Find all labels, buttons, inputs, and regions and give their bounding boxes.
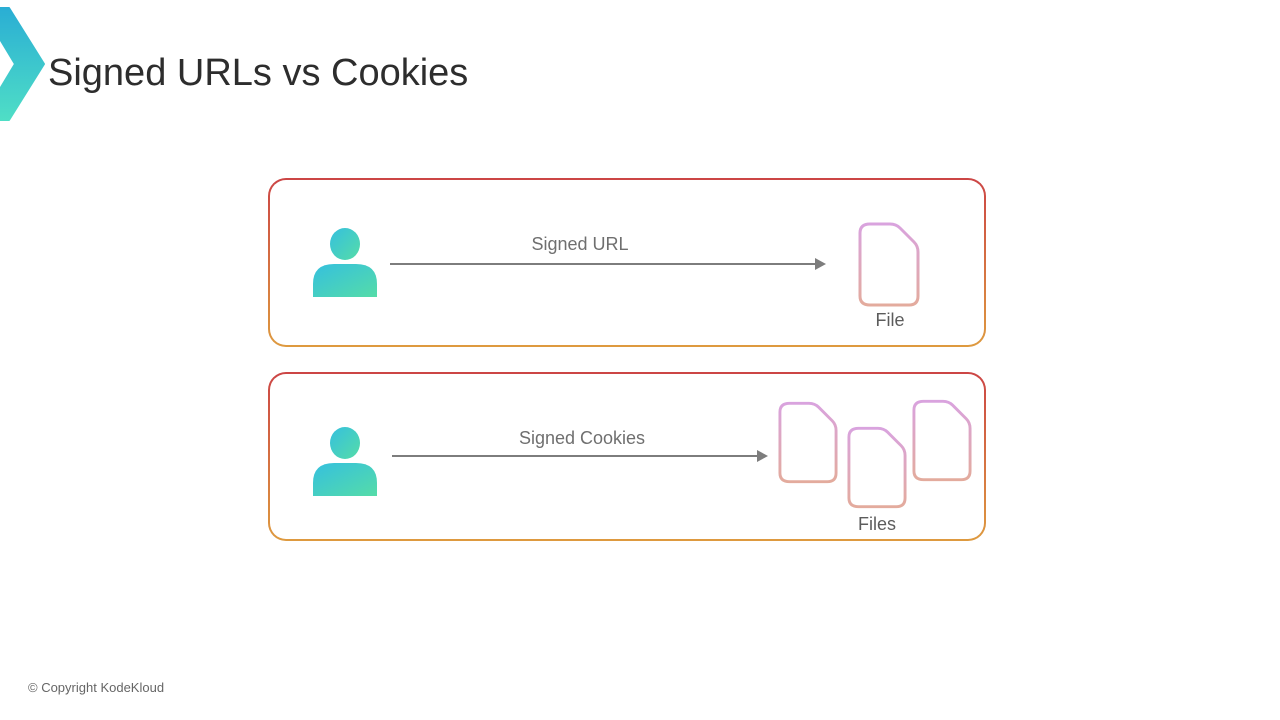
file-icon [847, 426, 907, 509]
file-icon [912, 399, 972, 482]
user-icon [313, 427, 377, 496]
file-icon [778, 401, 838, 484]
kodekloud-logo-icon [0, 7, 45, 121]
right-arrow-icon [392, 450, 768, 462]
files-label: Files [857, 514, 896, 534]
file-icon [858, 222, 920, 307]
signed-url-panel [268, 178, 986, 347]
user-icon [313, 228, 377, 297]
arrow-label: Signed Cookies [518, 428, 646, 448]
arrow-label: Signed URL [531, 234, 629, 254]
page-title: Signed URLs vs Cookies [48, 52, 469, 94]
file-label: File [875, 310, 905, 330]
right-arrow-icon [390, 258, 826, 270]
copyright-notice: © Copyright KodeKloud [28, 680, 165, 695]
